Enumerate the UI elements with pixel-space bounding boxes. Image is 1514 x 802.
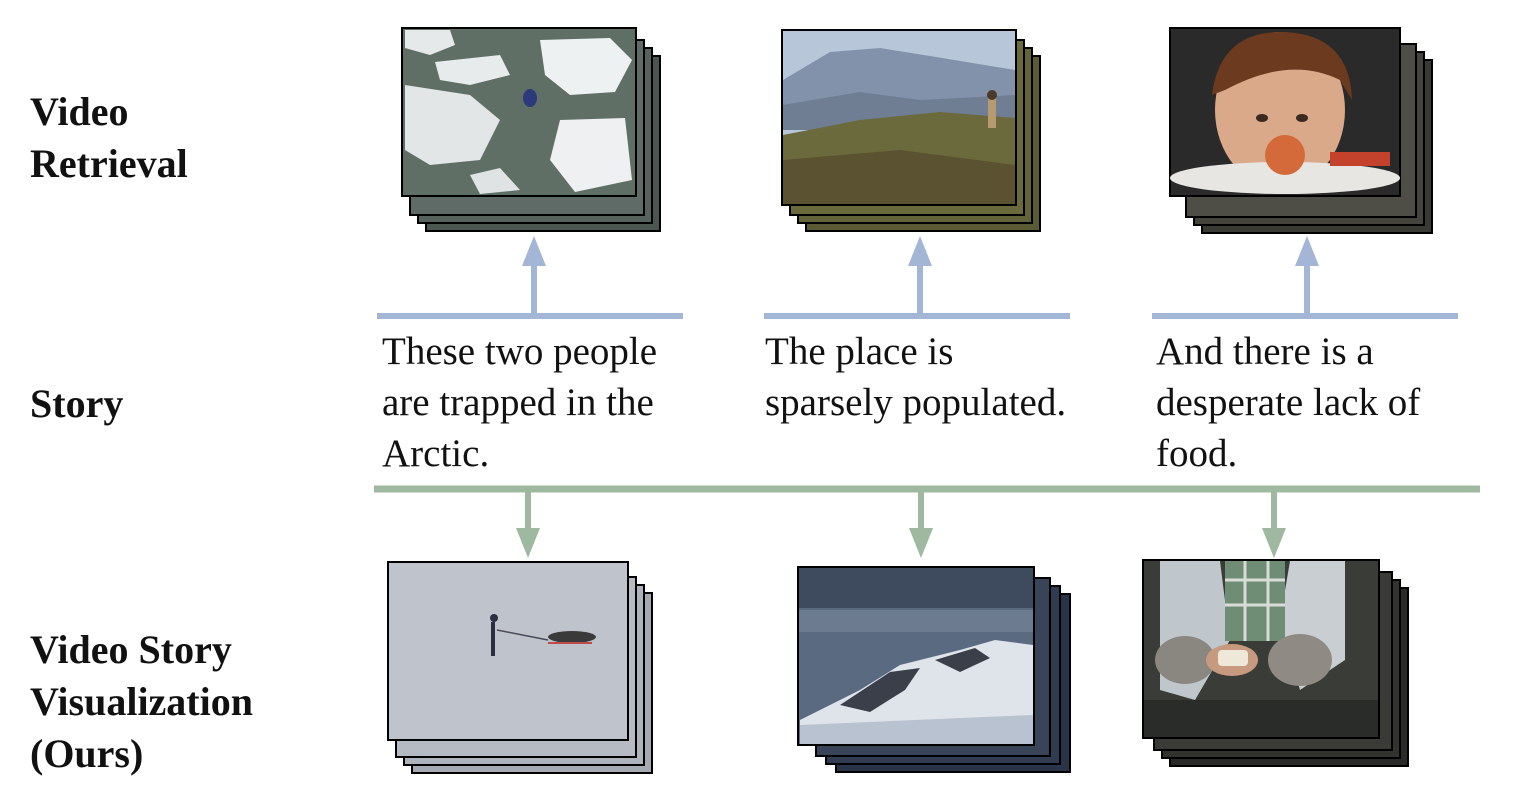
ours-connector <box>374 485 1480 558</box>
retrieval-frame-stack-3 <box>1169 27 1433 234</box>
story-sentence-2: The place is sparsely populated. <box>765 330 1067 424</box>
ours-frame-stack-3 <box>1142 559 1409 767</box>
retrieval-frame-stack-2 <box>781 29 1041 232</box>
snowy-mountain-image <box>797 566 1035 746</box>
retrieval-connector-3 <box>1152 236 1458 319</box>
story-label: Story <box>30 381 124 426</box>
ours-frame-stack-2 <box>797 566 1071 773</box>
icy-water-image <box>401 27 637 197</box>
snowfield-image <box>387 561 629 741</box>
ours-frame-stack-1 <box>387 561 653 774</box>
hillside-image <box>781 29 1017 206</box>
story-sentence-1: These two people are trapped in the Arct… <box>382 330 658 475</box>
child-image <box>1169 27 1401 197</box>
hands-bread-image <box>1142 559 1380 739</box>
story-sentence-3: And there is a desperate lack of food. <box>1156 330 1421 475</box>
video-story-visualization-label: Video Story Visualization (Ours) <box>30 627 253 776</box>
video-retrieval-label: Video Retrieval <box>30 89 188 186</box>
retrieval-connector-1 <box>377 236 683 319</box>
retrieval-frame-stack-1 <box>401 27 661 232</box>
retrieval-connector-2 <box>764 236 1070 319</box>
